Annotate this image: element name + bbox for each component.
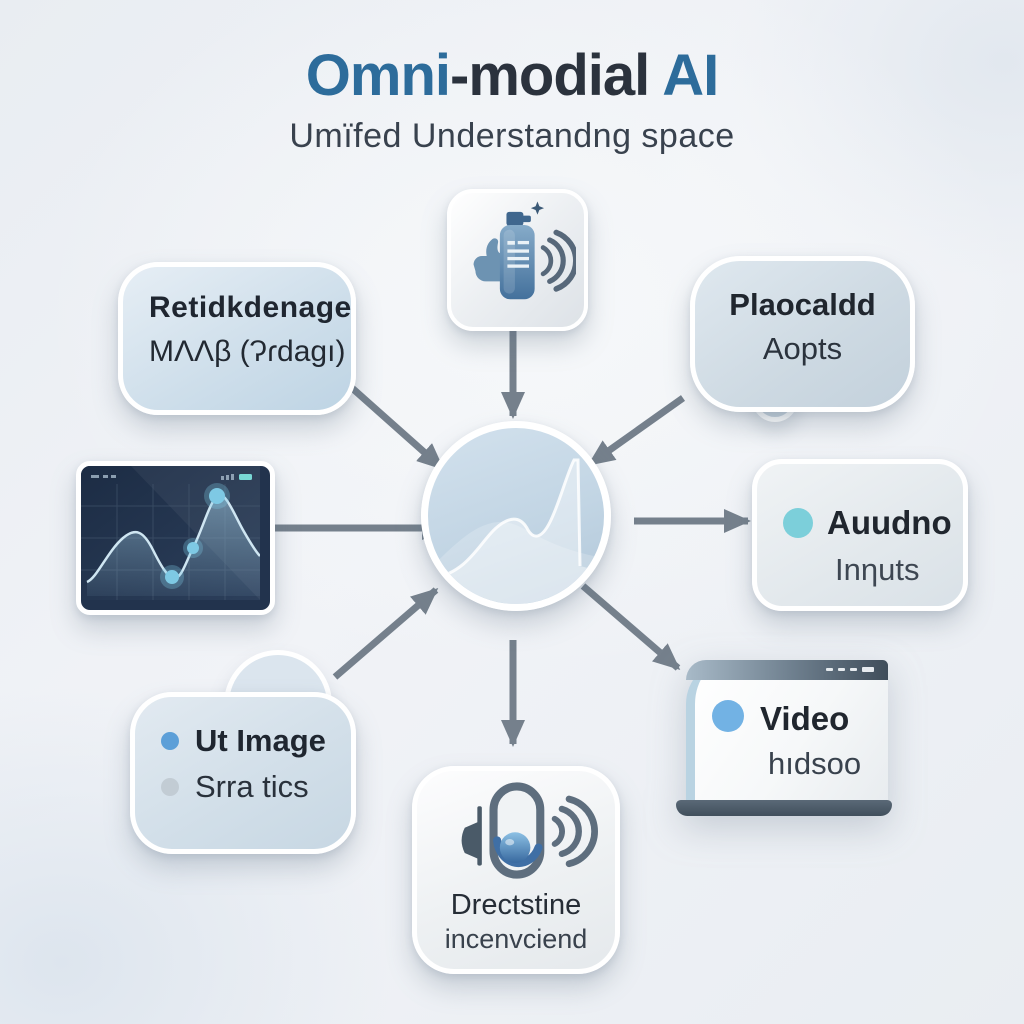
arrow-top-right-to-center	[587, 395, 686, 467]
laptop-base	[676, 800, 892, 816]
node-image-stats-bubble: Ut Image Srra tics	[130, 692, 356, 854]
page-title: Omni-modial AI	[0, 42, 1024, 109]
node-modality-bubble: Plaocaldd Aopts	[690, 256, 915, 412]
battery-icon	[239, 474, 252, 480]
list-item: Ut Image	[161, 723, 326, 759]
node-label: Plaocaldd	[729, 287, 876, 322]
node-voice-spray-tile	[447, 189, 588, 331]
list-item-label: Ut Image	[195, 723, 326, 758]
node-sublabel: hıdsoo	[768, 746, 862, 781]
unified-wave-icon	[428, 458, 604, 604]
capsule-voice-icon	[461, 782, 598, 879]
node-sublabel: Aopts	[762, 331, 843, 366]
node-sublabel: Inηuts	[835, 552, 920, 587]
spray-bottle-voice-icon	[473, 201, 579, 300]
node-label: Video	[760, 700, 850, 737]
title-part-ai: AI	[649, 43, 719, 108]
node-label: Drectstine	[450, 889, 582, 921]
central-hub-circle	[421, 421, 611, 611]
page-subtitle: Umïfed Understandng space	[289, 117, 735, 155]
laptop-screen	[686, 660, 888, 802]
node-sublabel: incenvciend	[444, 924, 588, 954]
window-controls-icon	[826, 667, 874, 672]
blue-bullet	[712, 700, 744, 732]
title-part-omni: Omni	[305, 43, 451, 108]
muted-bullet	[161, 778, 179, 796]
line-chart-screen-icon	[81, 466, 260, 600]
node-voice-capsule-tile: Drectstine incenvciend	[412, 766, 620, 974]
title-part-modial: -modial	[450, 43, 650, 108]
node-video-window: Video hıdsoo	[676, 660, 892, 816]
node-chart-screen-tile	[76, 461, 275, 615]
node-sublabel: ΜΛΛβ (Ɂɾdagı)	[149, 335, 346, 368]
teal-bullet	[783, 508, 813, 538]
blue-bullet	[161, 732, 179, 750]
node-audio-inputs-card: Auudno Inηuts	[752, 459, 968, 611]
node-label: Retidkdenage	[149, 291, 352, 324]
list-item-label: Srra tics	[195, 769, 309, 804]
arrow-center-to-bottom-right	[580, 583, 681, 671]
node-text-knowledge-bubble: Retidkdenage ΜΛΛβ (Ɂɾdagı)	[118, 262, 356, 415]
screen-statusbar	[91, 474, 234, 480]
arrow-bottom-left-to-center	[332, 587, 439, 680]
arrow-top-left-to-center	[349, 385, 445, 471]
node-label: Auudno	[827, 504, 952, 541]
window-titlebar	[686, 660, 888, 680]
list-item: Srra tics	[161, 769, 309, 805]
